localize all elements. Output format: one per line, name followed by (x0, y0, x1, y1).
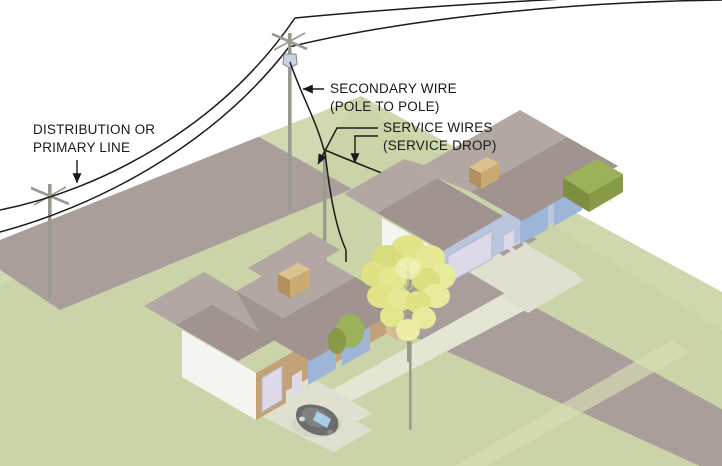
service-label-line1: SERVICE WIRES (383, 120, 493, 135)
primary-wire-top (0, 46, 290, 233)
house-front-chimney-front (290, 269, 310, 298)
tree-canopy (361, 235, 456, 341)
house-back-hedge-row (563, 159, 623, 194)
house-front-rear-wing-roof (248, 232, 340, 286)
distribution-label-line1: DISTRIBUTION OR (33, 122, 155, 137)
primary-wire-mid (0, 17, 296, 211)
house-front-door (292, 370, 302, 397)
house-back-roof-back (424, 110, 567, 192)
distribution-label-line2: PRIMARY LINE (33, 140, 130, 155)
house-back-roof-front (471, 137, 618, 221)
service-wire-front-house (324, 151, 347, 251)
house-back-roof-garage-back (344, 159, 437, 213)
house-back-chimney-top (469, 157, 499, 173)
house-front-window-1 (308, 344, 336, 385)
road-upper (0, 133, 352, 310)
utility-pole-secondary (323, 148, 327, 262)
house-front-chimney-side (278, 274, 290, 298)
secondary-label-line2: (POLE TO POLE) (330, 99, 440, 114)
house-front-roof-garage-front (176, 291, 298, 361)
tree-leaf-cluster (380, 305, 404, 327)
pole-secondary-shaft (323, 148, 327, 262)
pole-left-shaft (48, 184, 52, 298)
tree-leaf-cluster (396, 319, 420, 341)
house-back-hedge-front (563, 178, 589, 212)
driveway-marker (512, 243, 524, 250)
secondary-wire-group (289, 61, 325, 151)
house-front-shrub-2 (328, 328, 346, 354)
pole-transformer-shaft (288, 33, 292, 210)
house-front-chimney-top (278, 263, 310, 280)
utility-pole-left (30, 184, 70, 298)
driveway-marker (525, 237, 537, 244)
service-label-arrow-left-icon (317, 127, 378, 165)
house-back-roof-garage-front (377, 178, 503, 251)
car-windshield (313, 411, 331, 428)
house-back-chimney-side (469, 167, 481, 189)
sidewalk-second (455, 340, 690, 466)
pole-transformer-crossarm-brace (273, 32, 306, 51)
service-label-line2: (SERVICE DROP) (383, 138, 497, 153)
house-front-roof-garage-hip (204, 272, 259, 332)
driveway-back-house-apron (500, 263, 584, 313)
label-service-wires: SERVICE WIRES (SERVICE DROP) (317, 120, 497, 165)
car-taillight (327, 429, 333, 435)
house-front-garage-door-panel (261, 365, 283, 413)
house-front-garage-wall-left (182, 330, 256, 420)
secondary-wire (289, 61, 325, 151)
house-back-window-1 (520, 204, 548, 245)
secondary-label-line1: SECONDARY WIRE (330, 81, 457, 96)
distribution-primary-wires (0, 0, 722, 233)
house-back-chimney-front (481, 163, 499, 189)
tree (361, 235, 456, 362)
street-post (409, 280, 412, 430)
car (292, 404, 342, 438)
service-label-arrow-down-icon (350, 135, 378, 164)
tree-leaf-cluster (395, 257, 421, 279)
driveway-marker (499, 249, 511, 256)
pole-left-crossarm-brace (33, 186, 67, 206)
utility-pole-transformer (271, 32, 308, 210)
label-distribution-primary-line: DISTRIBUTION OR PRIMARY LINE (33, 122, 155, 184)
house-back-roof-garage-hip (404, 159, 471, 192)
house-back-hedge-side (589, 174, 623, 212)
tree-trunk (407, 272, 410, 362)
street-post-shaft (409, 280, 412, 430)
transformer-icon (282, 53, 298, 69)
primary-wire-upper (288, 0, 722, 48)
tree-leaf-cluster (412, 307, 436, 329)
driveway-marker-group-back (499, 237, 537, 256)
primary-wire-upper2 (294, 0, 558, 19)
house-front (144, 232, 406, 420)
label-secondary-wire: SECONDARY WIRE (POLE TO POLE) (302, 81, 457, 114)
car-headlight (299, 416, 305, 422)
